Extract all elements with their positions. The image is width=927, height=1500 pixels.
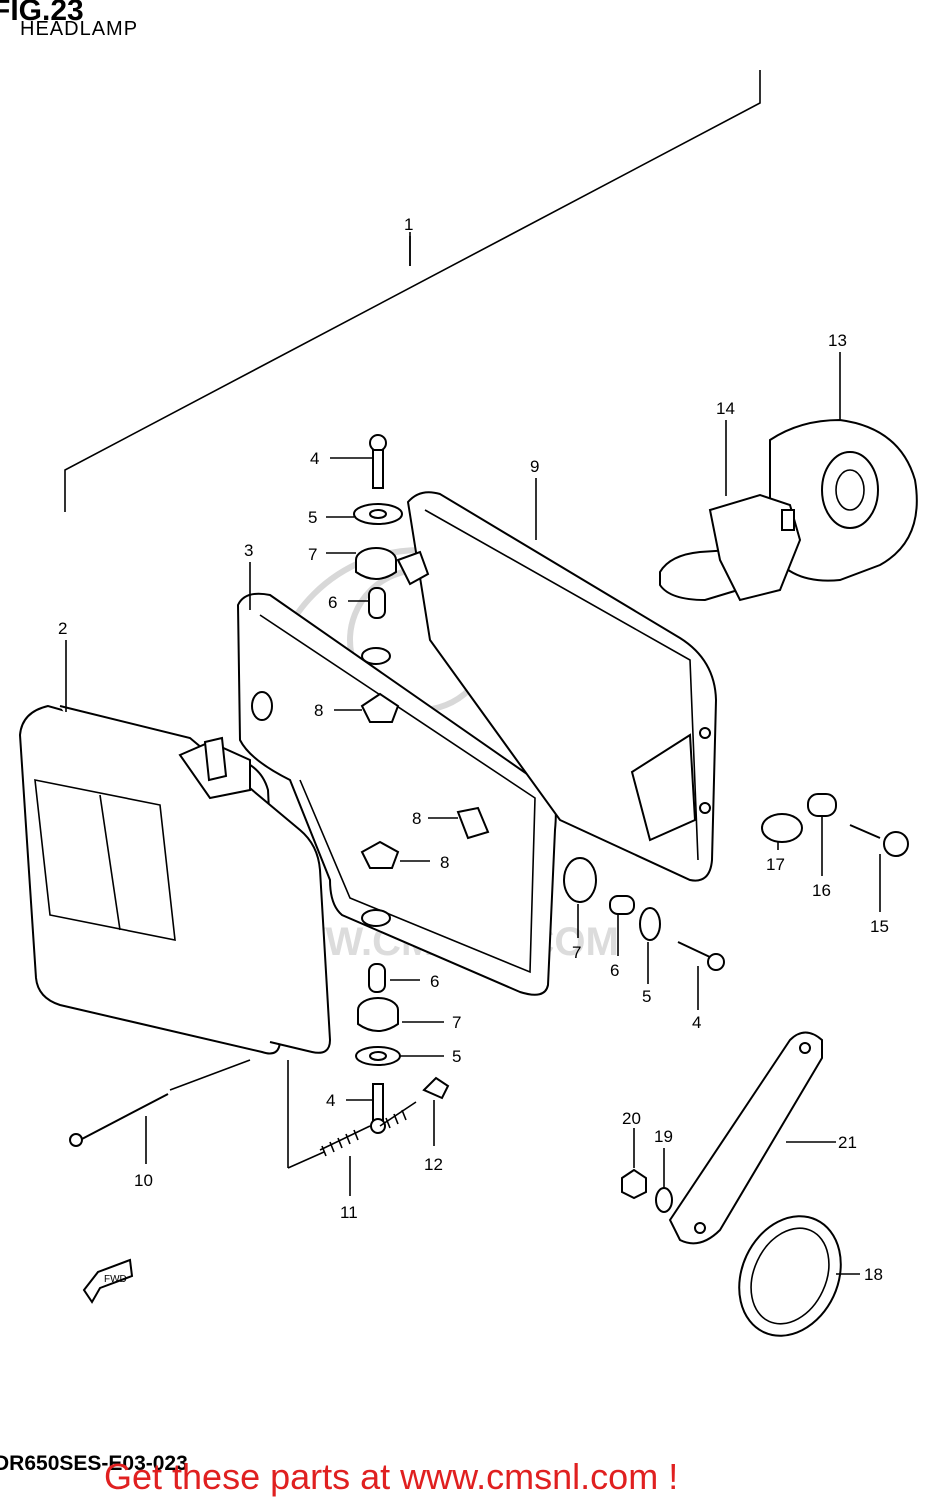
headlamp-bulb — [659, 493, 802, 602]
callout-11: 11 — [340, 1203, 358, 1222]
callout-8-top: 8 — [314, 701, 323, 720]
headlamp-housing — [406, 491, 718, 882]
callout-6-top: 6 — [328, 593, 337, 612]
headlamp-unit — [18, 704, 332, 1055]
callout-13: 13 — [828, 331, 847, 350]
callout-1: 1 — [404, 215, 413, 234]
callout-8-low: 8 — [440, 853, 449, 872]
callout-7-side: 7 — [572, 943, 581, 962]
callout-5-side: 5 — [642, 987, 651, 1006]
callout-4-top: 4 — [310, 449, 319, 468]
figure-subtitle: HEADLAMP — [20, 18, 139, 40]
bulb-socket — [769, 418, 918, 582]
callout-16: 16 — [812, 881, 831, 900]
callout-7-low: 7 — [452, 1013, 461, 1032]
callout-18: 18 — [864, 1265, 883, 1284]
fwd-label: FWD — [104, 1274, 127, 1285]
callout-21: 21 — [838, 1133, 857, 1152]
callout-5-top: 5 — [308, 508, 317, 527]
callout-6-side: 6 — [610, 961, 619, 980]
callout-7-top: 7 — [308, 545, 317, 564]
callout-labels: 1 2 3 4 5 7 6 8 8 8 6 7 5 4 10 11 12 9 1… — [58, 215, 889, 1284]
callout-3: 3 — [244, 541, 253, 560]
figure-title: FIG.23 — [0, 0, 84, 27]
callout-10: 10 — [134, 1171, 153, 1190]
callout-6-low: 6 — [430, 972, 439, 991]
assembly-bracket — [64, 70, 761, 512]
headlamp-rim — [236, 592, 557, 996]
diagram-code: DR650SES-E03-023 — [0, 1452, 188, 1475]
callout-2: 2 — [58, 619, 67, 638]
callout-14: 14 — [716, 399, 735, 418]
callout-17: 17 — [766, 855, 785, 874]
callout-4-low: 4 — [326, 1091, 335, 1110]
callout-20: 20 — [622, 1109, 641, 1128]
hardware — [69, 434, 909, 1337]
callout-15: 15 — [870, 917, 889, 936]
callout-9: 9 — [530, 457, 539, 476]
callout-5-low: 5 — [452, 1047, 461, 1066]
promo-link[interactable]: Get these parts at www.cmsnl.com ! — [104, 1456, 679, 1497]
callout-4-side: 4 — [692, 1013, 701, 1032]
callout-8-mid: 8 — [412, 809, 421, 828]
leader-lines — [65, 236, 881, 1275]
callout-19: 19 — [654, 1127, 673, 1146]
callout-12: 12 — [424, 1155, 443, 1174]
